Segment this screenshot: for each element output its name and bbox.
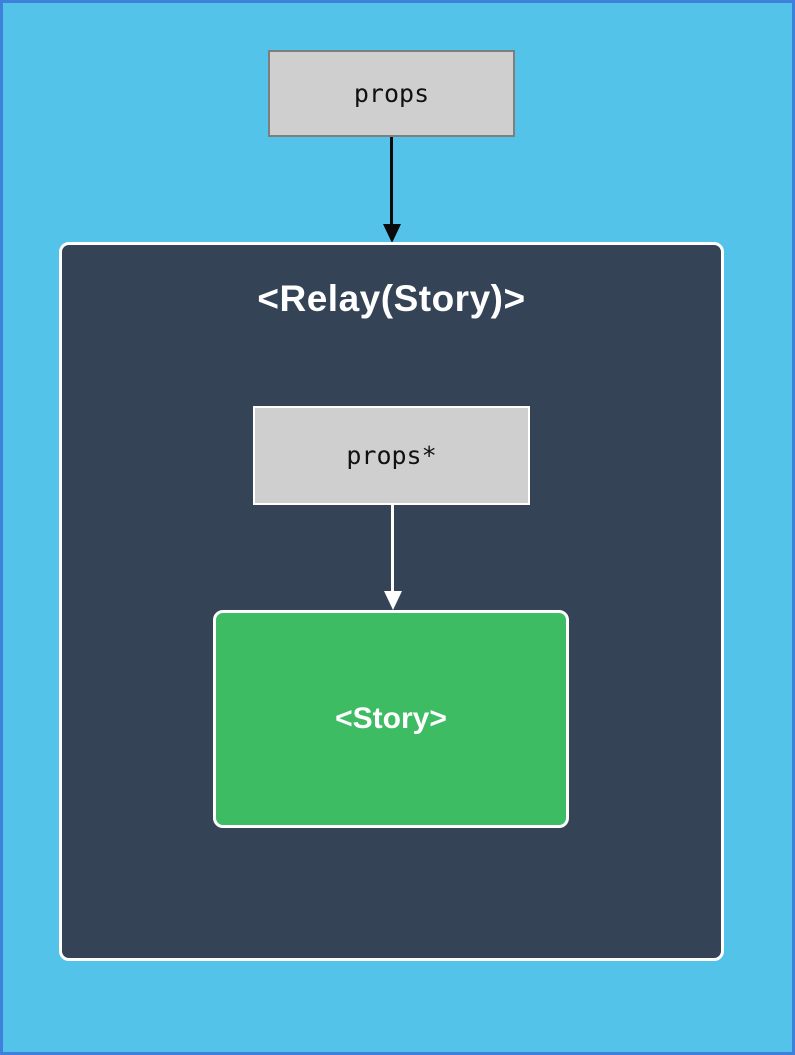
props-node: props	[268, 50, 515, 137]
story-node-label: <Story>	[335, 702, 447, 735]
props-to-relay-arrow-line	[390, 137, 393, 225]
story-node: <Story>	[213, 610, 569, 828]
props-node-label: props	[353, 79, 430, 108]
relay-story-container: <Relay(Story)> props* <Story>	[59, 242, 724, 961]
props-star-node: props*	[253, 406, 530, 505]
relay-story-container-title: <Relay(Story)>	[257, 278, 526, 319]
props-to-relay-arrow-head-icon	[383, 224, 401, 243]
props-star-node-label: props*	[346, 441, 437, 470]
props-star-to-story-arrow-head-icon	[384, 591, 402, 610]
props-star-to-story-arrow-line	[391, 504, 394, 592]
